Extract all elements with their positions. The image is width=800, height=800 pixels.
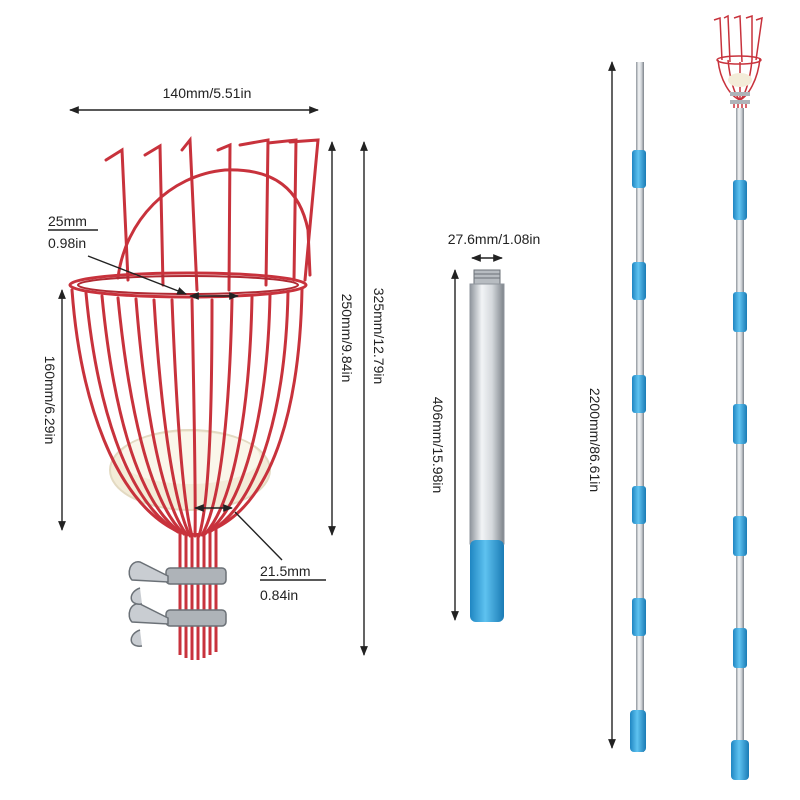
total-height-label: 325mm/12.79in (371, 288, 387, 385)
cage-height-label: 250mm/9.84in (339, 294, 355, 383)
assembled-picker (713, 14, 763, 780)
telescopic-pole (630, 62, 646, 752)
pole-length-label: 2200mm/86.61in (587, 388, 603, 492)
wire-gap-mm-label: 25mm (48, 213, 87, 229)
lower-cage-height-label: 160mm/6.29in (42, 356, 58, 445)
section-diameter-label: 27.6mm/1.08in (448, 231, 541, 247)
wing-nut-hose-clamp (128, 561, 227, 647)
collar-diameter-mm-label: 21.5mm (260, 563, 311, 579)
fruit-picker-basket (68, 135, 320, 660)
section-length-label: 406mm/15.98in (430, 397, 446, 494)
wire-gap-in-label: 0.98in (48, 235, 86, 251)
basket-width-label: 140mm/5.51in (163, 85, 252, 101)
collar-diameter-in-label: 0.84in (260, 587, 298, 603)
pole-section (469, 269, 505, 622)
